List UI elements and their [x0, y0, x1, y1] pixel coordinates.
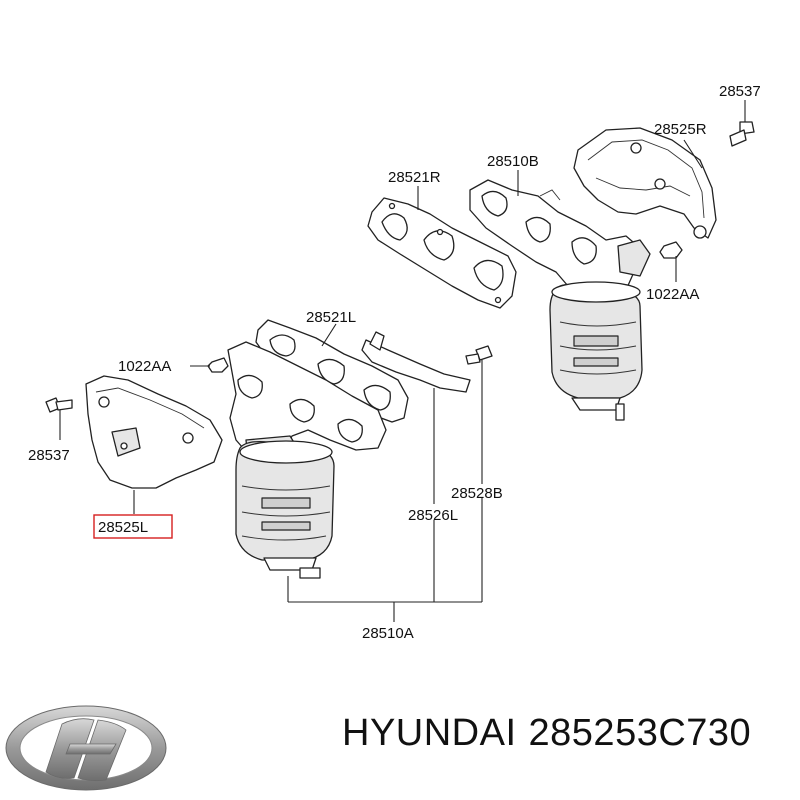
gasket-right [367, 197, 517, 309]
brand-name: HYUNDAI [342, 712, 517, 754]
label-heat-shield-left: 28525L [98, 519, 148, 536]
catalyst-left [235, 440, 335, 579]
leader-lines [59, 100, 746, 622]
label-bolt-left: 28537 [28, 447, 70, 464]
gasket-left [255, 319, 409, 423]
label-gasket-right: 28521R [388, 169, 441, 186]
nut-left [207, 357, 229, 373]
catalyst-right [549, 281, 643, 421]
part-number: 285253C730 [528, 712, 752, 754]
bolt-left [45, 397, 73, 413]
label-gasket-left: 28521L [306, 309, 356, 326]
heat-shield-right [573, 127, 717, 239]
label-nut-right: 1022AA [646, 286, 699, 303]
label-stay: 28526L [408, 507, 458, 524]
highlight-box [93, 514, 173, 539]
label-nut-left: 1022AA [118, 358, 171, 375]
label-stay-bolt: 28528B [451, 485, 503, 502]
stay-bracket [361, 331, 471, 393]
stay-bolt [465, 345, 493, 365]
label-bolt-right: 28537 [719, 83, 761, 100]
bolt-right [729, 121, 755, 147]
label-manifold-left: 28510A [362, 625, 414, 642]
label-heat-shield-right: 28525R [654, 121, 707, 138]
heat-shield-left [85, 375, 223, 489]
part-footer: HYUNDAI 285253C730 [342, 712, 763, 755]
manifold-right [469, 179, 651, 303]
nut-right [659, 241, 683, 259]
hyundai-logo [5, 705, 167, 791]
callout-labels: 28537 28525R 28510B 28521R 1022AA 28521L… [28, 83, 761, 642]
label-manifold-right: 28510B [487, 153, 539, 170]
